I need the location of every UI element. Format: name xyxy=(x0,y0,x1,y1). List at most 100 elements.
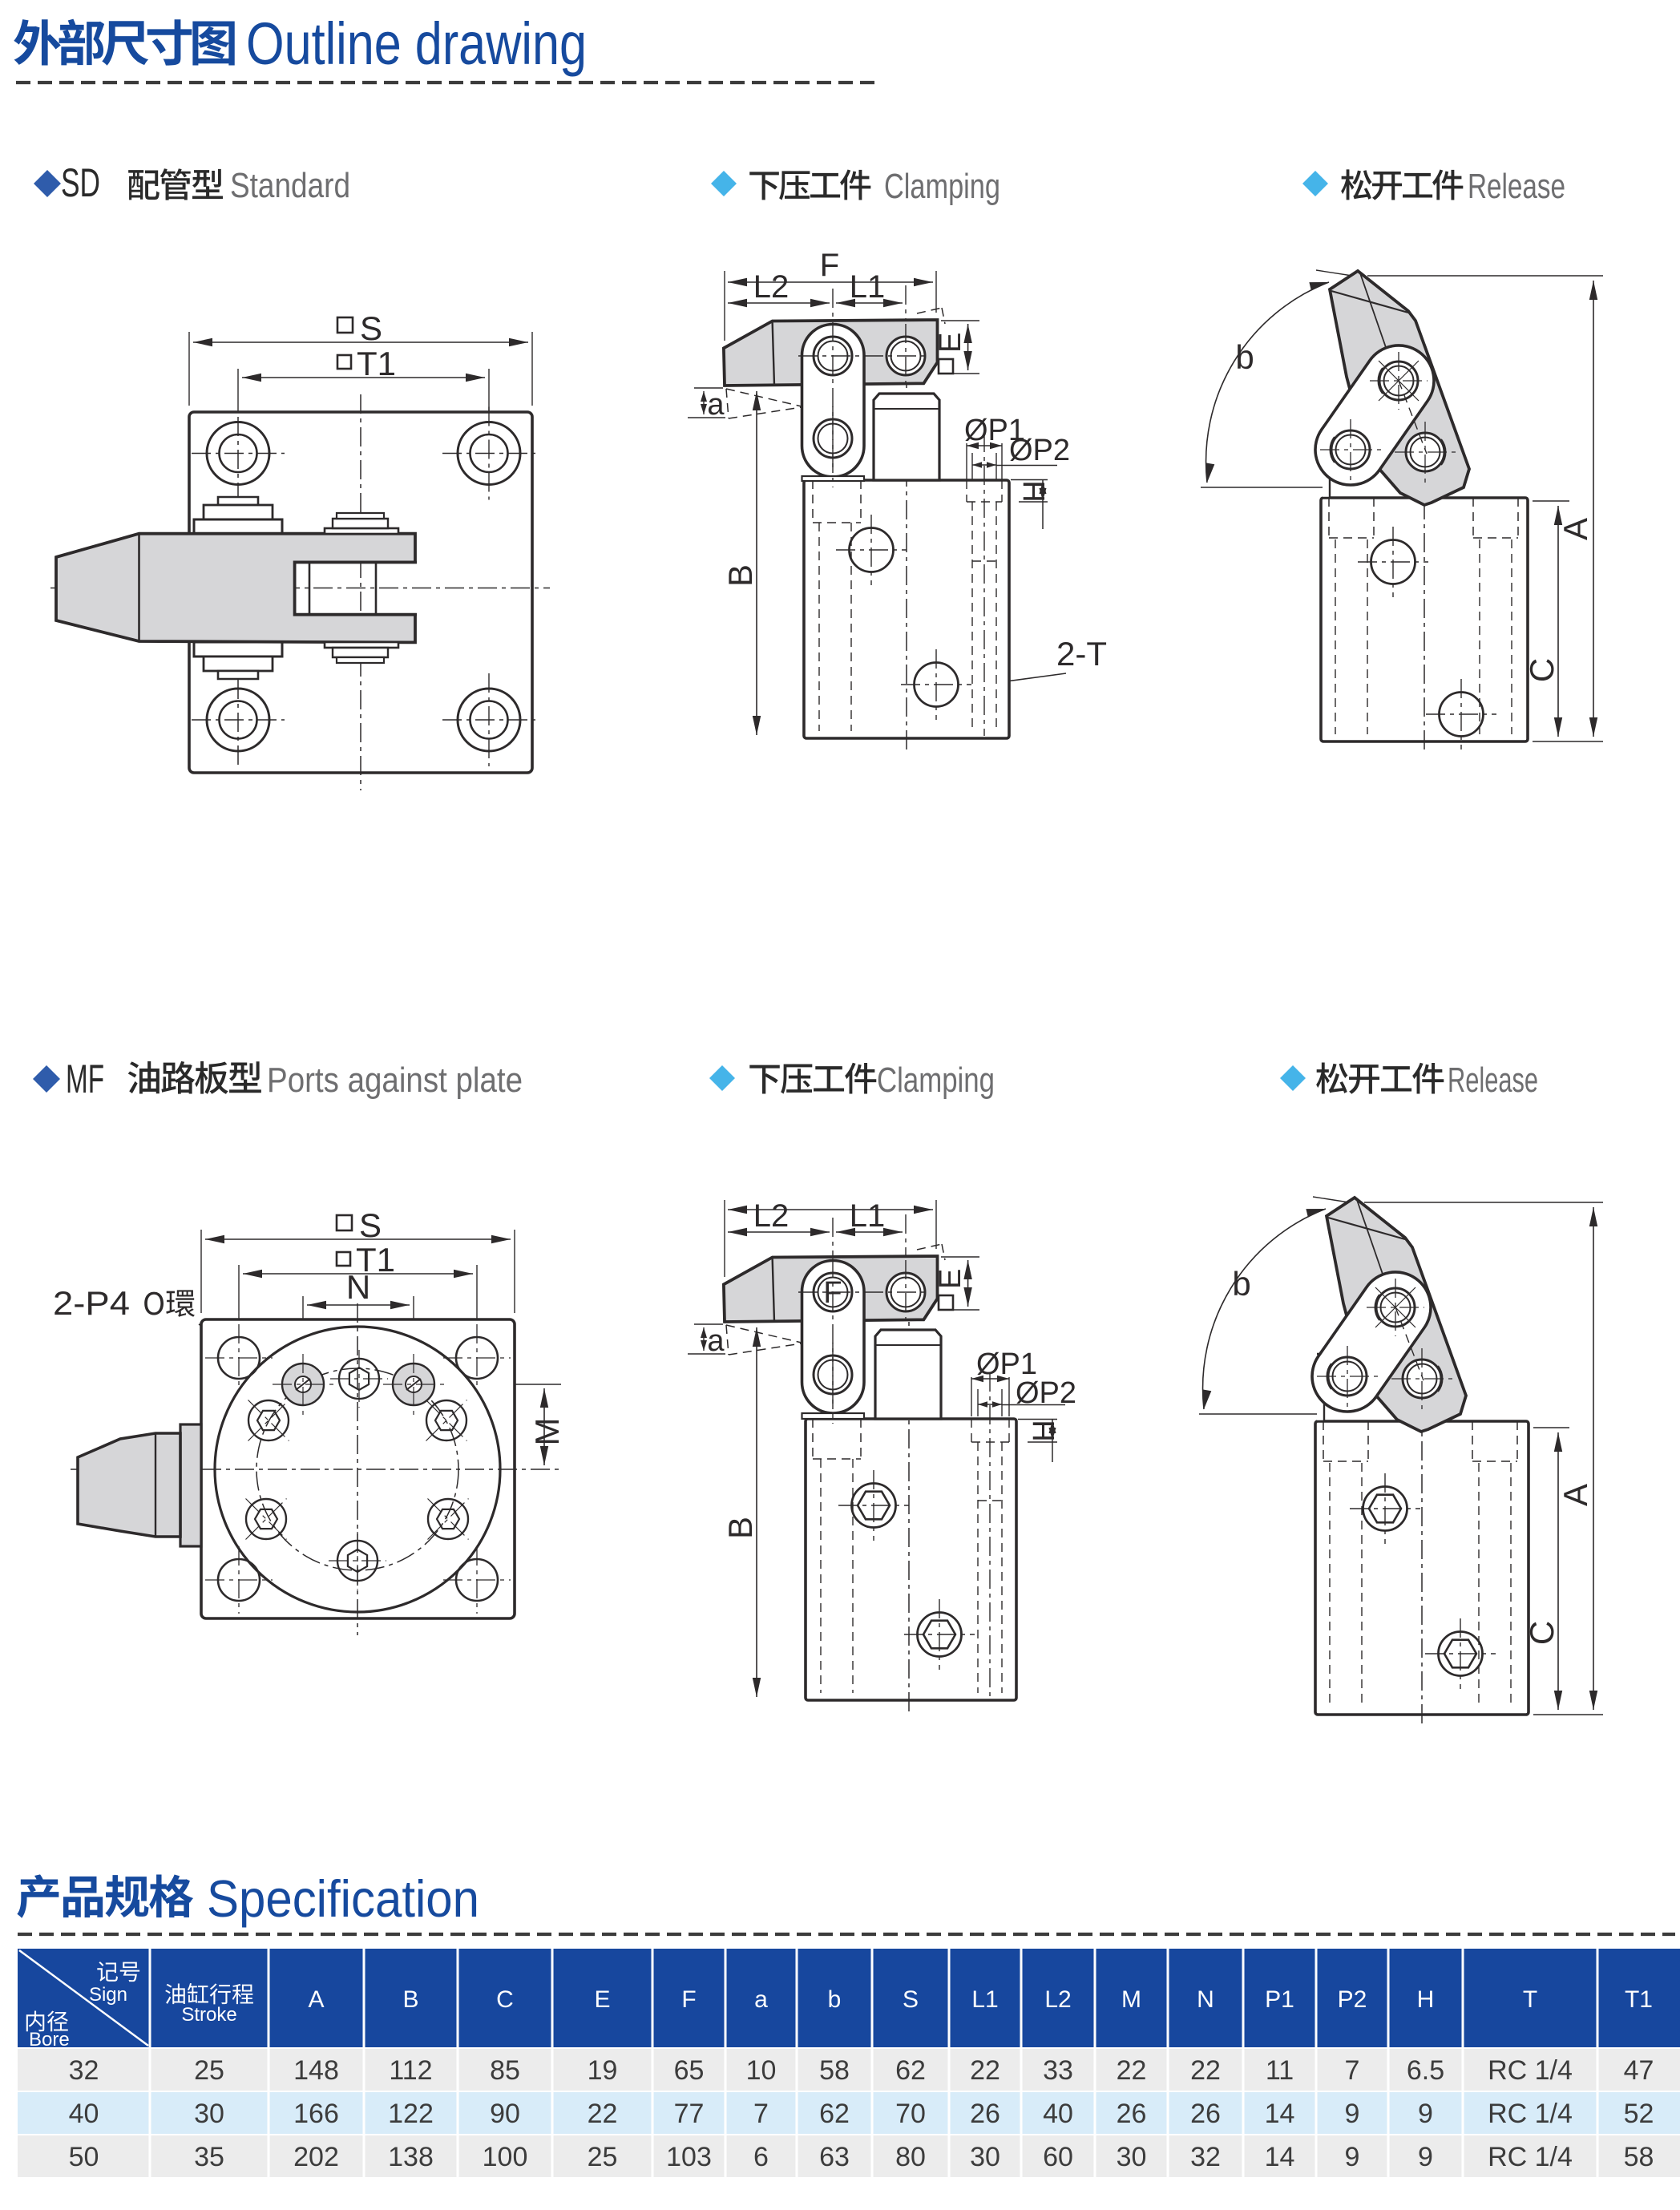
svg-text:22: 22 xyxy=(1190,2055,1221,2086)
svg-text:58: 58 xyxy=(819,2055,850,2086)
svg-text:63: 63 xyxy=(819,2142,850,2172)
svg-text:Release: Release xyxy=(1448,1061,1538,1100)
svg-text:58: 58 xyxy=(1624,2142,1654,2172)
svg-text:166: 166 xyxy=(293,2099,339,2129)
svg-text:H: H xyxy=(1417,1986,1435,2013)
svg-text:T1: T1 xyxy=(1625,1986,1653,2013)
svg-text:MF: MF xyxy=(66,1057,104,1101)
svg-text:B: B xyxy=(721,564,759,587)
svg-text:B: B xyxy=(721,1517,759,1539)
svg-text:6.5: 6.5 xyxy=(1407,2055,1444,2086)
svg-text:22: 22 xyxy=(1117,2055,1147,2086)
svg-text:S: S xyxy=(903,1986,919,2013)
svg-text:N: N xyxy=(1197,1986,1214,2013)
svg-text:M: M xyxy=(528,1418,566,1446)
svg-text:100: 100 xyxy=(483,2142,528,2172)
svg-text:RC 1/4: RC 1/4 xyxy=(1488,2055,1573,2086)
svg-text:a: a xyxy=(754,1986,768,2013)
svg-text:9: 9 xyxy=(1345,2099,1360,2129)
svg-text:33: 33 xyxy=(1043,2055,1073,2086)
svg-text:F: F xyxy=(681,1986,696,2013)
svg-text:25: 25 xyxy=(194,2055,224,2086)
svg-text:80: 80 xyxy=(895,2142,926,2172)
svg-text:Stroke: Stroke xyxy=(181,2004,236,2026)
svg-text:A: A xyxy=(1557,1484,1594,1506)
svg-text:RC 1/4: RC 1/4 xyxy=(1488,2099,1573,2129)
svg-text:14: 14 xyxy=(1265,2142,1295,2172)
svg-text:22: 22 xyxy=(970,2055,1000,2086)
svg-text:B: B xyxy=(402,1986,418,2013)
svg-text:7: 7 xyxy=(753,2099,769,2129)
svg-text:112: 112 xyxy=(389,2055,432,2086)
svg-text:138: 138 xyxy=(388,2142,434,2172)
svg-text:9: 9 xyxy=(1418,2142,1433,2172)
svg-text:40: 40 xyxy=(1043,2099,1073,2129)
svg-text:Clamping: Clamping xyxy=(884,167,1000,206)
svg-text:2-P4: 2-P4 xyxy=(53,1284,130,1322)
svg-text:Sign: Sign xyxy=(89,1984,127,2006)
svg-text:30: 30 xyxy=(970,2142,1000,2172)
svg-text:A: A xyxy=(308,1986,324,2013)
svg-text:65: 65 xyxy=(674,2055,705,2086)
svg-text:85: 85 xyxy=(490,2055,520,2086)
svg-text:7: 7 xyxy=(1345,2055,1360,2086)
svg-text:19: 19 xyxy=(588,2055,618,2086)
svg-text:N: N xyxy=(346,1268,370,1306)
svg-text:RC 1/4: RC 1/4 xyxy=(1488,2142,1573,2172)
svg-text:9: 9 xyxy=(1418,2099,1433,2129)
svg-text:L1: L1 xyxy=(850,1198,886,1234)
svg-text:11: 11 xyxy=(1266,2055,1294,2086)
svg-text:90: 90 xyxy=(490,2099,520,2129)
svg-text:ØP2: ØP2 xyxy=(1016,1376,1076,1410)
svg-text:T: T xyxy=(1523,1986,1537,2013)
svg-text:T1: T1 xyxy=(357,345,396,382)
svg-text:Clamping: Clamping xyxy=(877,1061,995,1100)
svg-text:C: C xyxy=(496,1986,514,2013)
svg-text:F: F xyxy=(823,1276,842,1310)
svg-text:P2: P2 xyxy=(1338,1986,1367,2013)
svg-text:40: 40 xyxy=(69,2099,99,2129)
svg-text:35: 35 xyxy=(194,2142,224,2172)
svg-text:P1: P1 xyxy=(1265,1986,1294,2013)
svg-text:26: 26 xyxy=(970,2099,1000,2129)
svg-text:10: 10 xyxy=(746,2055,777,2086)
svg-text:b: b xyxy=(1232,1265,1250,1303)
svg-text:122: 122 xyxy=(388,2099,434,2129)
svg-text:Specification: Specification xyxy=(207,1869,479,1928)
svg-text:148: 148 xyxy=(293,2055,339,2086)
svg-text:6: 6 xyxy=(753,2142,769,2172)
svg-text:Ports against plate: Ports against plate xyxy=(267,1061,523,1100)
svg-text:70: 70 xyxy=(895,2099,926,2129)
svg-text:26: 26 xyxy=(1117,2099,1147,2129)
svg-text:Bore: Bore xyxy=(29,2029,70,2050)
svg-text:77: 77 xyxy=(674,2099,705,2129)
svg-text:25: 25 xyxy=(588,2142,618,2172)
svg-text:202: 202 xyxy=(293,2142,339,2172)
svg-text:26: 26 xyxy=(1190,2099,1221,2129)
svg-text:30: 30 xyxy=(194,2099,224,2129)
svg-text:ØP2: ØP2 xyxy=(1009,434,1070,467)
svg-text:Outline drawing: Outline drawing xyxy=(246,10,587,77)
svg-text:47: 47 xyxy=(1624,2055,1654,2086)
svg-text:L2: L2 xyxy=(1044,1986,1071,2013)
svg-text:103: 103 xyxy=(666,2142,712,2172)
svg-text:A: A xyxy=(1557,518,1594,540)
svg-text:H: H xyxy=(1028,1420,1061,1441)
svg-text:H: H xyxy=(1018,480,1052,502)
svg-text:52: 52 xyxy=(1624,2099,1654,2129)
svg-text:62: 62 xyxy=(819,2099,850,2129)
svg-text:62: 62 xyxy=(895,2055,926,2086)
svg-text:50: 50 xyxy=(69,2142,99,2172)
svg-text:14: 14 xyxy=(1265,2099,1295,2129)
svg-text:b: b xyxy=(1235,338,1254,376)
svg-text:a: a xyxy=(707,1324,725,1358)
svg-text:Standard: Standard xyxy=(230,166,350,205)
svg-text:60: 60 xyxy=(1043,2142,1073,2172)
svg-text:22: 22 xyxy=(588,2099,618,2129)
svg-text:9: 9 xyxy=(1345,2142,1360,2172)
svg-text:L1: L1 xyxy=(850,269,886,305)
svg-text:32: 32 xyxy=(1190,2142,1221,2172)
svg-text:SD: SD xyxy=(61,160,100,205)
svg-text:2-T: 2-T xyxy=(1056,635,1107,673)
svg-text:L1: L1 xyxy=(971,1986,998,2013)
